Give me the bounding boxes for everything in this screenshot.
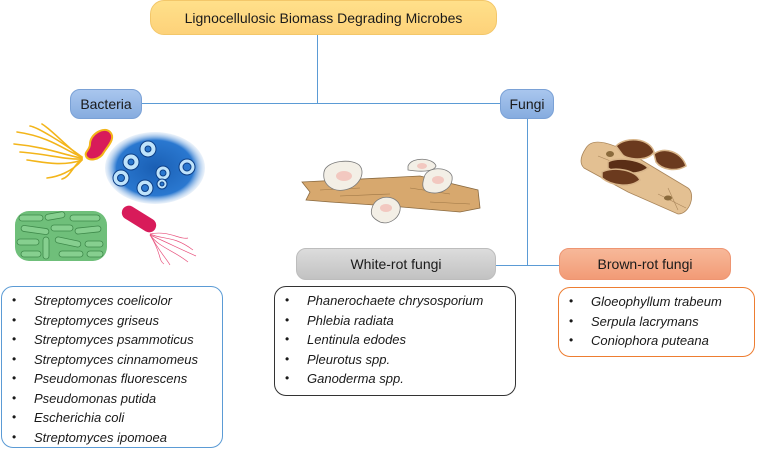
bullet-icon: • [12,410,17,424]
fungi-node: Fungi [500,89,554,119]
pink-flagellated-bacillus-illustration [121,205,197,266]
white-rot-list: • Phanerochaete chrysosporium • Phlebia rad… [285,291,507,389]
species-item: • Pseudomonas fluorescens [12,369,214,389]
bullet-icon: • [12,293,17,307]
bacteria-species-list: • Streptomyces coelicolor • Streptomyces gr… [1,286,223,448]
brown-rot-label: Brown-rot fungi [597,256,693,272]
connector-fungi-vertical [527,119,528,265]
species-item: • Lentinula edodes [285,330,507,350]
species-item: • Streptomyces cinnamomeus [12,350,214,370]
bullet-icon: • [12,390,17,405]
bullet-icon: • [12,429,17,444]
rod-bacteria-cluster-illustration [15,211,107,261]
root-node: Lignocellulosic Biomass Degrading Microb… [150,0,497,35]
species-item: • Phlebia radiata [285,311,507,331]
species-name: Streptomyces psammoticus [34,332,194,347]
species-item: • Gloeophyllum trabeum [569,292,746,312]
bacteria-node: Bacteria [70,89,142,119]
white-rot-species-list: • Phanerochaete chrysosporium • Phlebia rad… [274,286,516,396]
species-name: Gloeophyllum trabeum [591,294,722,309]
species-item: • Escherichia coli [12,408,214,428]
brown-rot-list: •Gloeophyllum trabeum•Serpula lacrymans•… [569,292,746,351]
bullet-icon: • [12,351,17,366]
bullet-icon: • [285,332,290,346]
bullet-icon: • [285,293,290,307]
species-item: • Phanerochaete chrysosporium [285,291,507,311]
connector-rot-horizontal [496,265,559,266]
white-rot-node: White-rot fungi [296,248,496,280]
root-title: Lignocellulosic Biomass Degrading Microb… [184,9,463,26]
species-name: Streptomyces griseus [34,312,159,328]
bullet-icon: • [569,333,574,347]
species-name: Pseudomonas fluorescens [34,371,188,386]
species-name: Phanerochaete chrysosporium [307,293,484,308]
brown-rot-fungi-log-illustration [580,139,692,215]
bullet-icon: • [569,294,574,308]
bullet-icon: • [285,371,290,385]
white-rot-fungi-log-illustration [301,158,481,224]
species-item: • Pseudomonas putida [12,389,214,409]
species-item: • Streptomyces griseus [12,311,214,331]
bullet-icon: • [12,332,17,346]
bacteria-list: • Streptomyces coelicolor • Streptomyces gr… [12,291,214,447]
bullet-icon: • [285,351,290,366]
bullet-icon: • [12,371,17,385]
brown-rot-species-list: •Gloeophyllum trabeum•Serpula lacrymans•… [558,287,755,357]
bullet-icon: • [12,312,17,327]
bacteria-label: Bacteria [80,96,132,112]
connector-bacteria-fungi-horizontal [142,103,500,104]
species-name: Ganoderma spp. [307,371,404,386]
flagellated-bacterium-illustration [13,123,114,180]
species-name: Serpula lacrymans [591,313,699,329]
bullet-icon: • [285,312,290,327]
species-item: • Streptomyces psammoticus [12,330,214,350]
species-item: • Streptomyces ipomoea [12,428,214,448]
bullet-icon: • [569,313,574,328]
species-name: Streptomyces ipomoea [34,429,167,445]
species-name: Streptomyces coelicolor [34,293,172,308]
species-item: • Ganoderma spp. [285,369,507,389]
white-rot-label: White-rot fungi [350,256,442,272]
species-item: • Pleurotus spp. [285,350,507,370]
fungi-label: Fungi [509,96,545,112]
species-name: Lentinula edodes [307,332,407,347]
brown-rot-node: Brown-rot fungi [559,248,731,280]
cocci-bacteria-illustration [105,132,205,204]
species-item: • Streptomyces coelicolor [12,291,214,311]
species-name: Pleurotus spp. [307,351,391,367]
species-name: Streptomyces cinnamomeus [34,351,199,367]
species-name: Coniophora puteana [591,333,709,348]
species-item: • Serpula lacrymans [569,312,746,332]
species-name: Phlebia radiata [307,312,394,328]
species-name: Escherichia coli [34,410,125,425]
connector-root-vertical [317,35,318,103]
species-item: • Coniophora puteana [569,331,746,351]
species-name: Pseudomonas putida [34,390,157,406]
